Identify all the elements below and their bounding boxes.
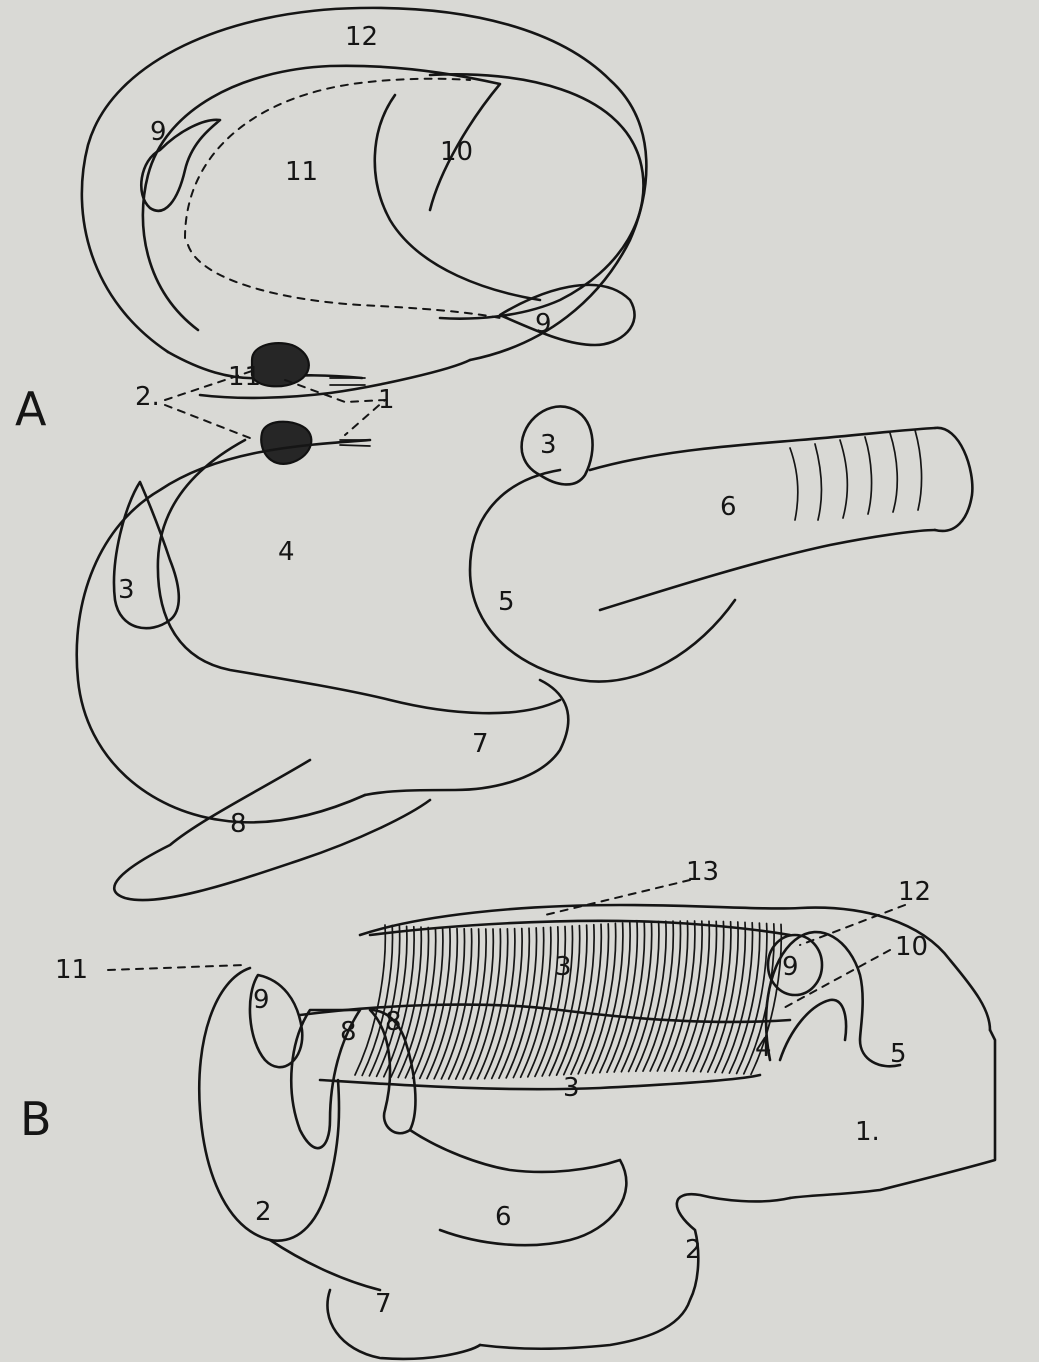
lower-body-inner	[158, 440, 560, 713]
label-a-3: 10	[440, 137, 473, 167]
label-b-11: 3	[563, 1073, 580, 1103]
part-6-tube-top	[590, 428, 935, 470]
b-pointer-13	[545, 880, 690, 915]
b-pointer-11	[108, 965, 245, 970]
label-a-4: 9	[535, 309, 552, 339]
label-a-5: 11	[228, 362, 261, 392]
part-6-tube-end	[935, 428, 972, 531]
label-b-8: 5	[890, 1039, 907, 1069]
striation-line	[355, 925, 385, 1075]
label-b-5: 3	[555, 952, 572, 982]
b-part-10-inner	[780, 1000, 846, 1060]
part-11-dashed-lower	[188, 245, 500, 318]
label-a-14: 8	[230, 809, 247, 839]
label-b-13: 2	[255, 1197, 272, 1227]
lower-body-outline	[77, 440, 370, 822]
b-part-6-outline	[410, 1130, 626, 1245]
label-a-11: 3	[118, 575, 135, 605]
label-a-12: 5	[498, 587, 515, 617]
b-striations	[355, 921, 781, 1079]
label-b-7: 4	[755, 1033, 772, 1063]
part-10-inner	[375, 95, 540, 300]
label-b-2: 10	[895, 932, 928, 962]
b-body-bottom	[480, 1194, 790, 1349]
tube-rings	[790, 430, 922, 520]
label-b-10: 8	[385, 1007, 402, 1037]
part-7-outline	[365, 680, 568, 795]
label-a-8: 3	[540, 430, 557, 460]
part-8-outline	[114, 760, 430, 900]
figure-label-b: B	[20, 1092, 52, 1146]
label-b-12: 1.	[855, 1117, 880, 1147]
part-3-left	[114, 482, 179, 628]
part-10-outline	[430, 74, 643, 318]
figure-label-a: A	[15, 382, 47, 436]
label-b-14: 6	[495, 1202, 512, 1232]
label-b-16: 7	[375, 1289, 392, 1319]
label-a-0: 12	[345, 22, 378, 52]
label-a-6: 2.	[135, 382, 160, 412]
label-b-3: 11	[55, 955, 88, 985]
b-part-2-left	[270, 1240, 380, 1290]
shell-inner-outline	[143, 66, 500, 330]
label-b-15: 2	[685, 1235, 702, 1265]
label-a-13: 7	[472, 729, 489, 759]
label-a-1: 9	[150, 117, 167, 147]
label-a-7: 1	[378, 385, 395, 415]
label-b-1: 12	[898, 877, 931, 907]
part-6-tube-bottom	[600, 530, 935, 610]
b-striated-bottom	[320, 1075, 760, 1089]
label-b-4: 9	[253, 985, 270, 1015]
label-a-2: 11	[285, 157, 318, 187]
b-part-7-outline	[327, 1290, 480, 1359]
figure-a	[77, 8, 973, 900]
label-a-9: 6	[720, 492, 737, 522]
organ-lower	[261, 422, 311, 464]
label-b-9: 8	[340, 1017, 357, 1047]
label-b-0: 13	[686, 857, 719, 887]
upper-shell-outline	[82, 8, 647, 360]
part-11-dashed	[185, 79, 470, 238]
label-a-10: 4	[278, 537, 295, 567]
part-3-upper	[522, 406, 593, 484]
label-b-6: 9	[782, 952, 799, 982]
part-5-outline	[470, 470, 735, 682]
